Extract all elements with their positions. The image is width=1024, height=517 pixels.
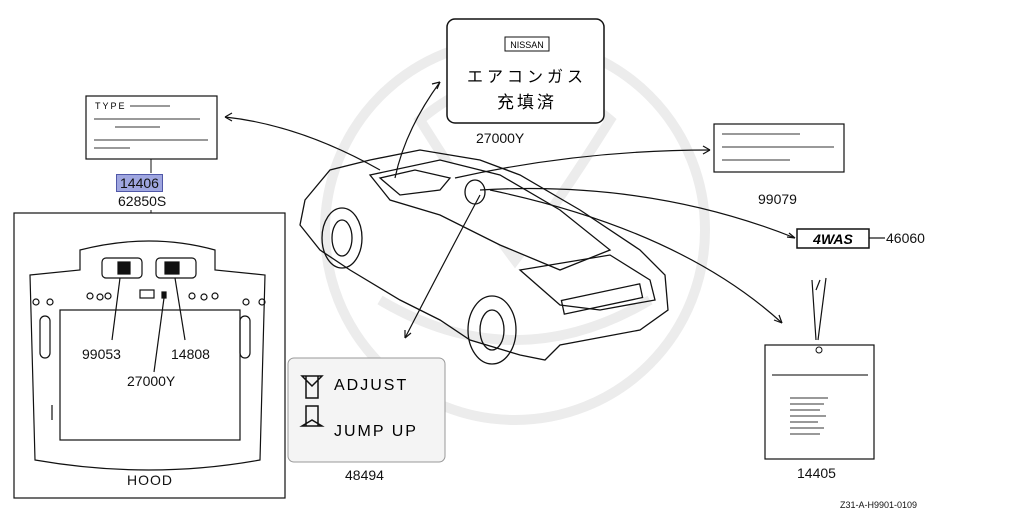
label-hanging-tag-14405[interactable] [764, 277, 875, 460]
part-number-14808[interactable]: 14808 [171, 346, 210, 362]
label-aircon-gas[interactable]: NISSAN エアコンガス 充填済 [446, 18, 605, 124]
car-illustration [299, 149, 669, 365]
diagram-id: Z31-A-H9901-0109 [840, 500, 918, 510]
part-number-99053[interactable]: 99053 [82, 346, 121, 362]
label-warning-99079[interactable] [713, 123, 845, 173]
tag-text-lines [790, 397, 828, 435]
type-label-text-lines [94, 105, 208, 149]
leader-lines [224, 81, 885, 339]
part-number-14405[interactable]: 14405 [797, 465, 836, 481]
part-number-62850s[interactable]: 62850S [118, 193, 167, 209]
part-number-27000y-top[interactable]: 27000Y [476, 130, 525, 146]
badge-4was[interactable]: 4WAS [796, 228, 870, 249]
part-number-46060[interactable]: 46060 [886, 230, 925, 246]
nissan-logo-text: NISSAN [510, 40, 544, 50]
type-header: TYPE [95, 101, 127, 111]
aircon-line1: エアコンガス [467, 68, 587, 86]
badge-4was-text: 4WAS [812, 231, 853, 247]
part-number-27000y-hood[interactable]: 27000Y [127, 373, 176, 389]
part-number-48494[interactable]: 48494 [345, 467, 384, 483]
warning-text-lines [722, 133, 834, 161]
label-adjust-jump-up[interactable]: ADJUST JUMP UP [287, 357, 446, 463]
adjust-text: ADJUST [334, 377, 408, 394]
part-number-99079[interactable]: 99079 [758, 191, 797, 207]
hood-caption: HOOD [127, 472, 173, 488]
jump-up-text: JUMP UP [334, 423, 418, 440]
hood-drawing [13, 212, 286, 499]
label-type-caution[interactable]: TYPE [85, 95, 218, 160]
aircon-line2: 充填済 [497, 93, 557, 112]
part-number-14406[interactable]: 14406 [116, 174, 163, 192]
